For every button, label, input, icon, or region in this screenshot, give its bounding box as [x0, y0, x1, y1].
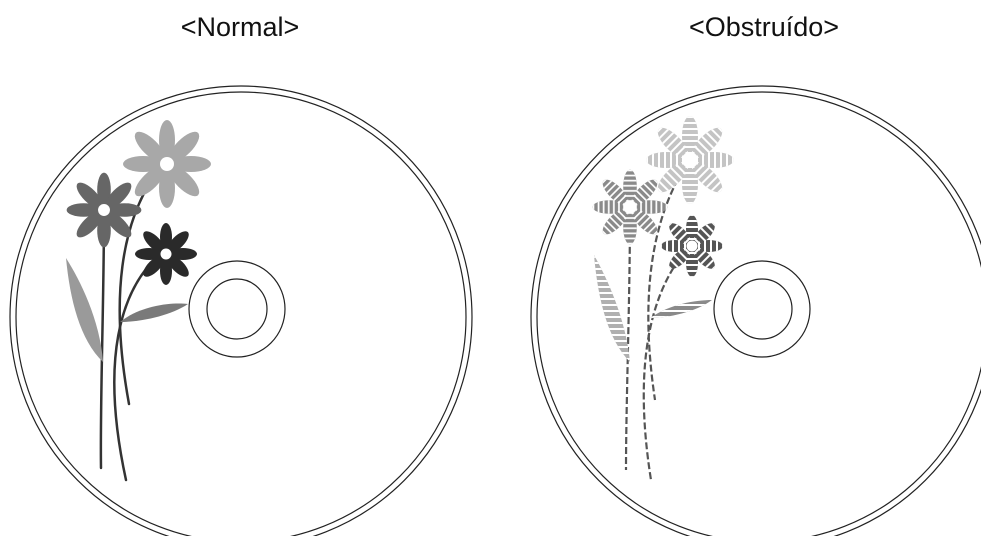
- disc-center-hole: [206, 278, 268, 340]
- leaf-right: [120, 303, 188, 322]
- disc-obstructed: [530, 85, 981, 536]
- disc-hub-ring: [188, 260, 286, 358]
- disc-normal: [9, 85, 473, 536]
- flower-mid-icon: [66, 172, 142, 248]
- disc-outer-ring: [9, 85, 473, 536]
- leaf-left-obstructed-stripes: [594, 255, 630, 362]
- title-normal: <Normal>: [180, 12, 300, 42]
- disc-edge-ring: [15, 91, 467, 536]
- title-obstructed: <Obstruído>: [688, 12, 840, 42]
- disc-outer-ring: [530, 85, 981, 536]
- flower-mid-obstructed-icon: [592, 169, 668, 245]
- flower-light-icon: [123, 120, 211, 208]
- disc-hub-ring: [713, 260, 811, 358]
- disc-center-hole: [731, 278, 793, 340]
- disc-edge-ring: [536, 91, 981, 536]
- leaf-right-obstructed-stripes: [650, 300, 712, 318]
- flower-dark-icon: [135, 223, 197, 285]
- flower-light-obstructed-icon: [646, 116, 734, 204]
- leaf-left: [66, 258, 103, 362]
- flower-dark-obstructed-icon: [661, 215, 723, 277]
